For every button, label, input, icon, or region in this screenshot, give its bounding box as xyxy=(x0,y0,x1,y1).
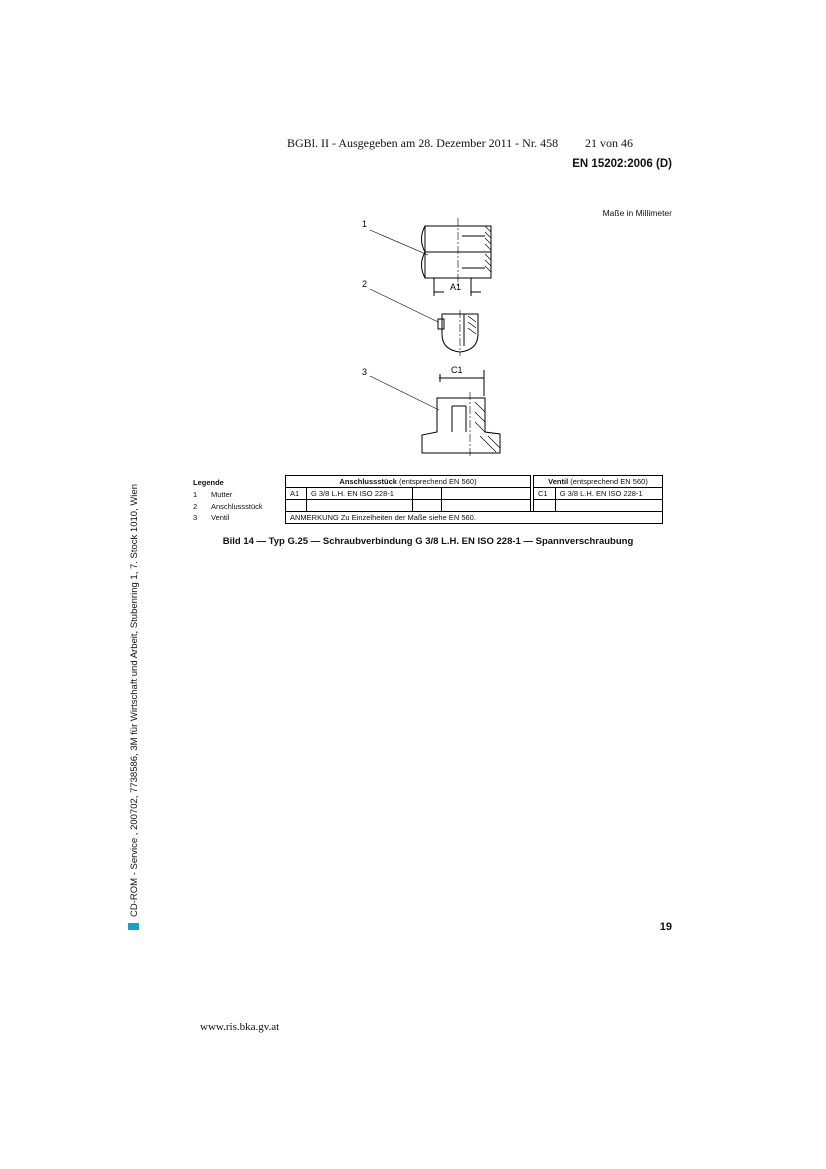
dim-label-c1: C1 xyxy=(451,365,463,375)
table-header-row: Anschlussstück (entsprechend EN 560) Ven… xyxy=(285,475,663,488)
figure-caption: Bild 14 — Typ G.25 — Schraubverbindung G… xyxy=(222,536,634,547)
technical-drawing: 1 2 3 A1 C1 xyxy=(362,218,501,458)
callout-3: 3 xyxy=(362,367,367,377)
callout-2: 2 xyxy=(362,279,367,289)
valve-drawing xyxy=(421,370,501,458)
nut-drawing xyxy=(421,218,492,296)
side-logo-icon xyxy=(128,923,139,930)
legend-label: Anschlussstück xyxy=(211,501,263,511)
table-note: ANMERKUNG Zu Einzelheiten der Maße siehe… xyxy=(285,511,663,524)
value-a1: G 3/8 L.H. EN ISO 228-1 xyxy=(305,487,414,500)
header-valve: Ventil (entsprechend EN 560) xyxy=(533,475,663,488)
dimension-table: Anschlussstück (entsprechend EN 560) Ven… xyxy=(285,475,664,524)
units-note: Maße in Millimeter xyxy=(602,208,672,218)
table-row: A1 G 3/8 L.H. EN ISO 228-1 C1 G 3/8 L.H.… xyxy=(285,487,664,500)
value-c1: G 3/8 L.H. EN ISO 228-1 xyxy=(554,487,664,500)
standard-id: EN 15202:2006 (D) xyxy=(572,158,672,170)
gazette-header: BGBl. II - Ausgegeben am 28. Dezember 20… xyxy=(287,136,559,150)
legend-title: Legende xyxy=(193,478,224,487)
dim-label-a1: A1 xyxy=(450,282,461,292)
header-connector: Anschlussstück (entsprechend EN 560) xyxy=(285,475,531,488)
legend-label: Ventil xyxy=(211,513,230,523)
page-of-header: 21 von 46 xyxy=(585,136,633,150)
legend-label: Mutter xyxy=(211,490,233,500)
table-row xyxy=(285,499,664,512)
connector-drawing xyxy=(437,310,479,356)
table-note-row: ANMERKUNG Zu Einzelheiten der Maße siehe… xyxy=(285,511,663,524)
callout-1: 1 xyxy=(362,219,367,229)
code-a1: A1 xyxy=(285,487,307,500)
side-note-text: CD-ROM - Service , 200702, 7738586, 3M f… xyxy=(129,484,140,917)
side-note: CD-ROM - Service , 200702, 7738586, 3M f… xyxy=(128,484,140,930)
page-number: 19 xyxy=(659,921,672,933)
code-c1: C1 xyxy=(533,487,556,500)
footer-url: www.ris.bka.gv.at xyxy=(200,1021,280,1033)
